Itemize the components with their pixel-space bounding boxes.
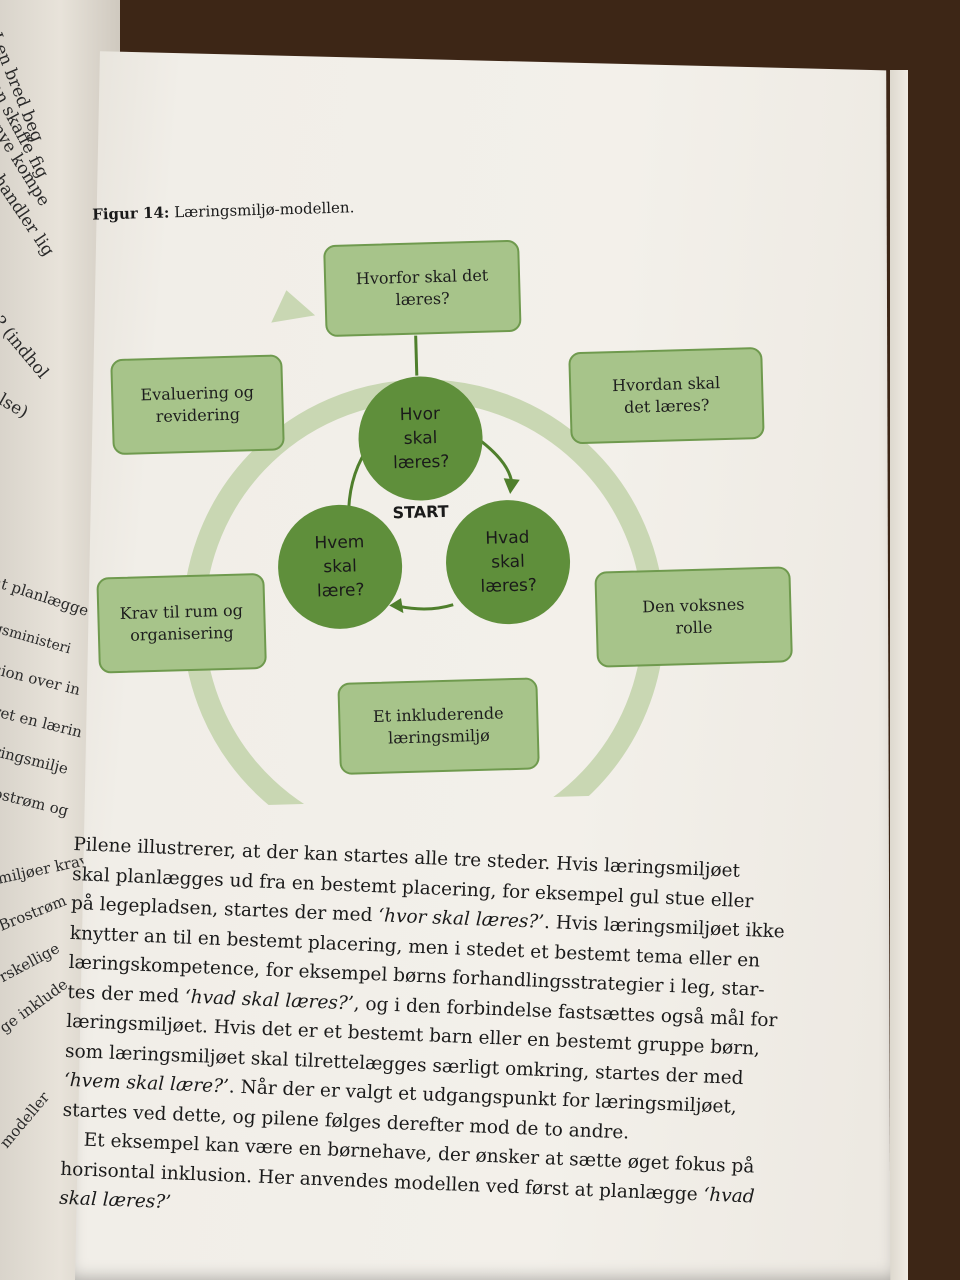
box-text: rolle xyxy=(675,617,713,638)
left-text-fragment: ringsmilje xyxy=(0,742,71,778)
start-label: START xyxy=(392,501,449,523)
emphasis: skal læres?’ xyxy=(58,1187,172,1214)
body-text: Pilene illustrerer, at der kan startes a… xyxy=(59,830,794,1242)
left-text-fragment: modeller xyxy=(0,1088,54,1152)
emphasis: ‘hvor skal læres?’ xyxy=(377,905,545,933)
page-edge xyxy=(890,70,908,1280)
left-text-fragment: ostrøm og xyxy=(0,784,71,820)
arrow-hvor-to-hvad-head xyxy=(503,478,520,495)
circle-text: skal xyxy=(490,551,526,573)
box-text: Hvorfor skal det xyxy=(355,265,489,289)
text-segment: . Hvis læringsmiljøet ikke xyxy=(543,911,786,943)
left-text-fragment: at planlægge xyxy=(0,572,91,620)
circle-text: Hvor xyxy=(399,403,441,426)
paragraph-1: Pilene illustrerer, at der kan startes a… xyxy=(62,830,793,1154)
box-text: revidering xyxy=(155,404,241,426)
circle-text: Hvem xyxy=(314,532,365,554)
box-text: Evaluering og xyxy=(140,382,255,405)
connector-line xyxy=(414,335,419,376)
left-text-fragment: gsministeri xyxy=(0,620,73,658)
left-text-fragment: ge inklude xyxy=(0,975,72,1037)
circle-text: lære? xyxy=(316,580,365,602)
left-text-fragment: sion over in xyxy=(0,660,83,699)
circle-text: læres? xyxy=(480,575,538,597)
circle-text: Hvad xyxy=(485,527,530,549)
arrow-hvad-to-hvem-head xyxy=(389,598,404,614)
box-text: læringsmiljø xyxy=(387,725,490,748)
left-text-fragment: Brostrøm xyxy=(0,891,69,935)
circle-text: skal xyxy=(323,556,358,578)
figure: Figur 14: Læringsmiljø-modellen. Hvorfor… xyxy=(71,170,808,810)
box-text: det læres? xyxy=(623,395,710,417)
box-text: Den voksnes xyxy=(641,594,745,617)
text-segment: tes der med xyxy=(67,981,186,1008)
left-text-fragment: ret en lærin xyxy=(0,702,84,742)
box-text: læres? xyxy=(395,288,450,310)
box-text: organisering xyxy=(129,622,234,645)
left-text-fragment: v? (indhol xyxy=(0,305,53,383)
arrow-hvor-to-hvad xyxy=(479,439,514,484)
outer-ring-arrowhead xyxy=(271,290,316,323)
left-text-fragment: else) xyxy=(0,385,32,423)
emphasis: ‘hvad xyxy=(703,1184,756,1208)
emphasis: ‘hvad skal læres?’ xyxy=(184,986,355,1014)
emphasis: ‘hvem skal lære?’ xyxy=(63,1069,230,1098)
arrow-hvad-to-hvem xyxy=(397,603,454,611)
box-text: Hvordan skal xyxy=(611,373,721,396)
circle-text: skal xyxy=(403,428,438,449)
circle-text: læres? xyxy=(392,451,450,474)
